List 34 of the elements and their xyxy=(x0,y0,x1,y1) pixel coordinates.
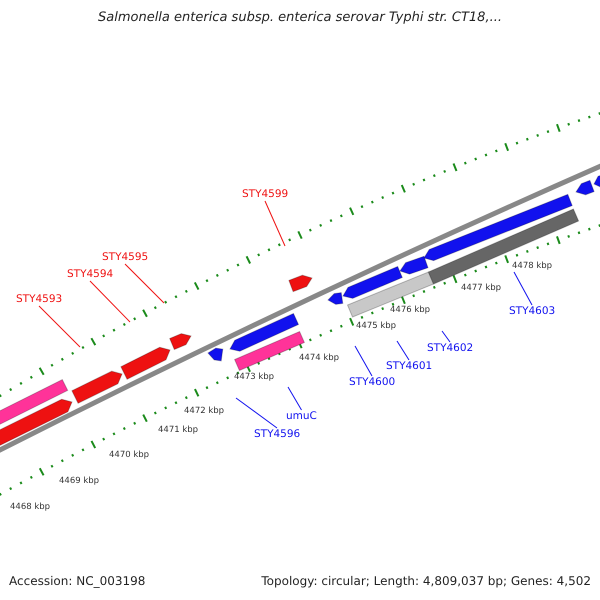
leader-line xyxy=(124,264,164,304)
title: Salmonella enterica subsp. enterica serovar Typhi str. CT18,... xyxy=(97,11,503,24)
gene-label: STY4593 xyxy=(16,294,62,304)
scale-label: 4473 kbp xyxy=(234,373,274,382)
scale-label: 4477 kbp xyxy=(461,284,502,292)
leader-line xyxy=(90,280,130,322)
leader-line xyxy=(396,340,410,360)
leader-line xyxy=(442,330,450,342)
leader-line xyxy=(354,346,372,376)
gene-label: STY4596 xyxy=(254,429,300,440)
gene-label: STY4595 xyxy=(102,252,148,262)
scale-label: 4478 kbp xyxy=(512,262,552,270)
leader-line xyxy=(236,398,278,428)
scale-label: 4474 kbp xyxy=(299,354,340,362)
scale-label: 4470 kbp xyxy=(109,451,150,460)
scale-label: 4476 kbp xyxy=(390,306,430,314)
scale-label: 4469 kbp xyxy=(59,477,100,486)
gene-label: umuC xyxy=(286,411,317,422)
leader-line xyxy=(264,200,286,246)
gene-label: STY4594 xyxy=(67,269,114,280)
gene-label: STY4599 xyxy=(242,189,288,200)
scale-label: 4468 kbp xyxy=(10,503,50,512)
gene-label: STY4603 xyxy=(509,306,556,316)
scale-label: 4472 kbp xyxy=(184,407,224,416)
accession-text: Accession: NC_003198 xyxy=(9,575,146,587)
scale-label: 4475 kbp xyxy=(356,322,396,330)
genome-info-text: Topology: circular; Length: 4,809,037 bp; Genes: 4,502 xyxy=(261,575,591,587)
leader-line xyxy=(514,272,532,306)
gene-label: STY4602 xyxy=(427,343,474,354)
scale-label: 4471 kbp xyxy=(158,426,198,434)
leader-line xyxy=(288,386,302,410)
leader-line xyxy=(38,306,80,348)
gene-label: STY4601 xyxy=(386,361,432,372)
gene-label: STY4600 xyxy=(349,377,396,388)
